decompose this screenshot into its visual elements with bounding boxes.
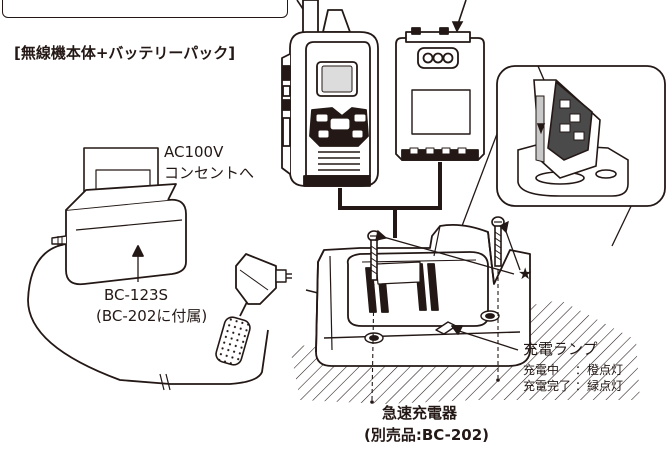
- star-pointer-lines: [375, 220, 521, 275]
- ac-adapter: [27, 147, 331, 391]
- rapid-charger: [315, 223, 531, 367]
- ferrite-core: [215, 316, 251, 366]
- charging-label: 充電中: [523, 363, 560, 377]
- adapter-cable: [27, 243, 269, 385]
- radio-antenna: [302, 0, 319, 37]
- charger-model-label: (別売品:BC-202): [364, 426, 490, 444]
- radio-battery-label: [無線機本体+バッテリーパック]: [14, 44, 236, 62]
- adapter-model-label: BC-123S: [104, 286, 169, 304]
- assembly-bracket: [338, 162, 442, 238]
- top-note-box: [2, 0, 288, 18]
- adapter-body: [65, 198, 187, 286]
- battery-pack: [395, 27, 485, 161]
- charger-name-label: 急速充電器: [382, 404, 458, 422]
- screw-right: [491, 216, 505, 267]
- adapter-note-label: (BC-202に付属): [96, 307, 208, 325]
- radio-unit: [281, 0, 379, 187]
- star-marker: ★: [518, 264, 533, 283]
- dc-plug: [235, 253, 277, 305]
- radio-knob: [322, 9, 351, 33]
- outlet-voltage-label: AC100V: [164, 143, 224, 161]
- battery-label-area: [411, 89, 471, 135]
- radio-speaker-grille: [318, 151, 360, 171]
- charged-state: ：緑点灯: [575, 379, 624, 393]
- charged-label: 充電完了: [523, 379, 572, 393]
- charging-state: ：橙点灯: [575, 363, 624, 377]
- screw-guide-lines: [371, 270, 499, 401]
- top-leader-lines: [296, 0, 467, 33]
- charge-lamp-label: 充電ランプ: [523, 340, 598, 358]
- battery-button-text: 000: [421, 51, 444, 65]
- outlet-target-label: コンセントへ: [164, 164, 255, 182]
- inset-detail: [461, 65, 666, 247]
